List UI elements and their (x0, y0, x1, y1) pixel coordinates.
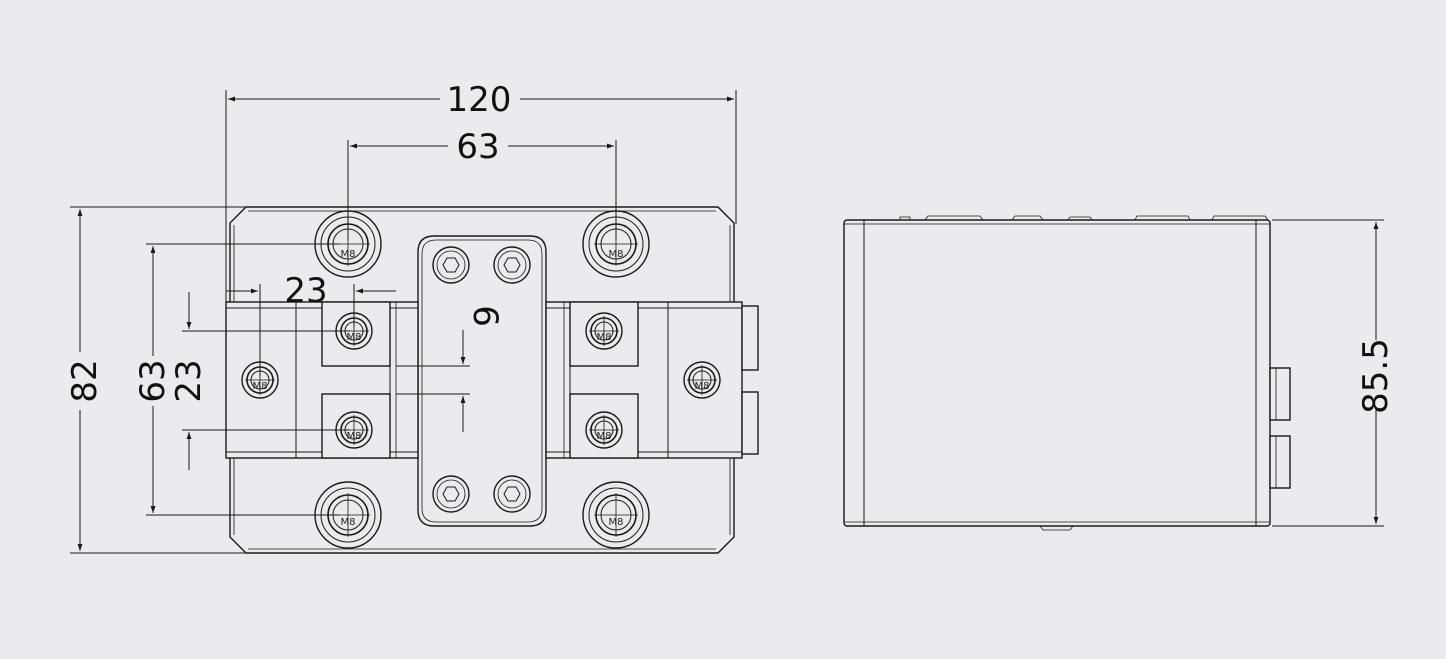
small-bolt-right-top: M8 (585, 312, 623, 350)
small-bolt-right-bottom: M8 (585, 411, 623, 449)
svg-text:M8: M8 (609, 517, 624, 528)
hex-screw-icon (493, 246, 531, 284)
svg-text:M8: M8 (597, 332, 612, 343)
hex-screw-icon (493, 475, 531, 513)
hex-screw-icon (432, 475, 470, 513)
svg-text:M8: M8 (341, 517, 356, 528)
svg-text:M8: M8 (597, 431, 612, 442)
center-island (417, 235, 547, 527)
bolt-bottom-left: M8 (314, 481, 382, 549)
dimension-85-5: 85.5 (1272, 219, 1396, 527)
right-tab-upper (741, 305, 759, 371)
dimension-120: 120 (225, 80, 737, 305)
svg-text:M8: M8 (695, 381, 710, 392)
svg-text:63: 63 (456, 127, 499, 167)
dimension-23-vertical: 23 (169, 292, 350, 470)
svg-text:M8: M8 (341, 249, 356, 260)
svg-text:120: 120 (447, 80, 512, 120)
svg-text:63: 63 (133, 359, 173, 402)
svg-text:85.5: 85.5 (1356, 338, 1396, 414)
svg-text:M8: M8 (253, 381, 268, 392)
dimension-82: 82 (65, 206, 246, 554)
bolt-bottom-right: M8 (582, 481, 650, 549)
svg-text:M8: M8 (347, 431, 362, 442)
front-view: M8 M8 M8 M8 M8 M8 (225, 206, 759, 554)
dimension-63-horizontal: 63 (347, 127, 617, 240)
bolt-top-right: M8 (582, 210, 650, 278)
dimension-63-vertical: 63 (133, 243, 340, 516)
side-connector-lower (1269, 435, 1291, 489)
side-body (843, 219, 1271, 527)
small-bolt-right-end: M8 (683, 361, 721, 399)
side-view (843, 215, 1291, 531)
svg-text:M8: M8 (347, 332, 362, 343)
svg-text:6: 6 (465, 305, 505, 327)
svg-text:82: 82 (65, 359, 105, 402)
svg-text:23: 23 (169, 359, 209, 402)
right-tab-lower (741, 391, 759, 455)
svg-text:M8: M8 (609, 249, 624, 260)
dimension-23-horizontal: 23 (226, 271, 396, 376)
side-connector-upper (1269, 367, 1291, 421)
svg-text:23: 23 (284, 271, 327, 311)
hex-screw-icon (432, 246, 470, 284)
dimension-6: 6 (396, 305, 505, 432)
